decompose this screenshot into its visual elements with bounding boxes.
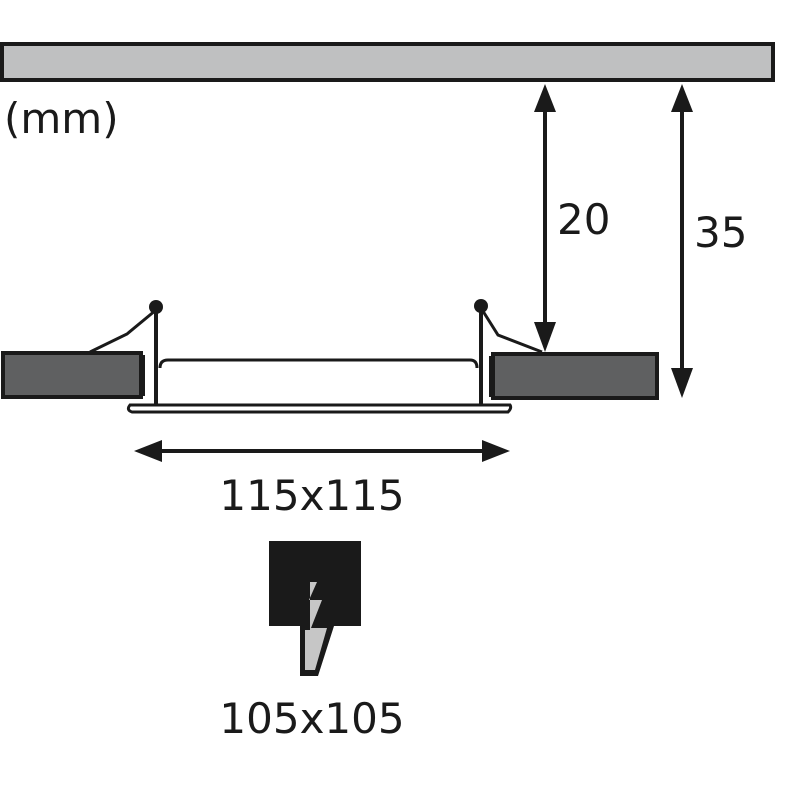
- ceiling-slab: [0, 42, 775, 82]
- left-spring-clip-knob: [149, 300, 163, 314]
- depth-dimension-label: 35: [694, 208, 747, 257]
- right-spring-clip-knob: [474, 299, 488, 313]
- left-ceiling-panel: [1, 351, 143, 399]
- right-ceiling-panel: [491, 352, 659, 400]
- outer-size-dimension-arrow: [134, 440, 510, 462]
- clearance-dimension-arrow: [534, 84, 556, 352]
- ceiling-cutout-saw-icon: [269, 541, 361, 676]
- unit-label: (mm): [4, 94, 119, 143]
- outer-size-label: 115x115: [219, 471, 404, 520]
- cutout-size-label: 105x105: [219, 694, 404, 743]
- depth-dimension-arrow: [671, 84, 693, 398]
- clearance-dimension-label: 20: [557, 195, 610, 244]
- light-fixture: [89, 307, 543, 414]
